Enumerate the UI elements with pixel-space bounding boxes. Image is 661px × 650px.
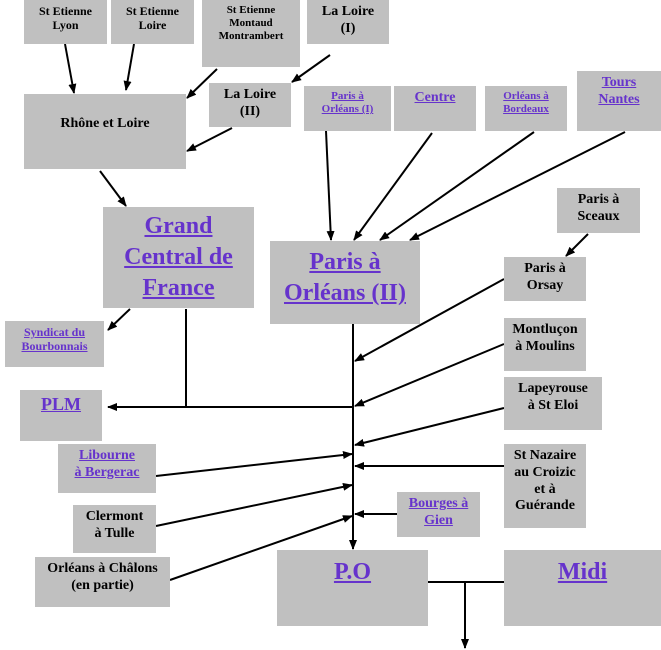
node-la-loire-2: La Loire (II) xyxy=(209,83,291,127)
link-libourne-bergerac[interactable]: Libourne à Bergerac xyxy=(74,448,140,480)
node-label: Orléans à Châlons (en partie) xyxy=(47,561,158,593)
node-plm: PLM xyxy=(20,390,102,441)
node-tours-nantes: Tours Nantes xyxy=(577,71,661,131)
node-label: Montluçon à Moulins xyxy=(512,322,578,354)
node-syndicat-bourbonnais: Syndicat du Bourbonnais xyxy=(5,321,104,367)
link-grand-central[interactable]: Grand Central de France xyxy=(124,213,233,302)
node-rhone-et-loire: Rhône et Loire xyxy=(24,94,186,169)
node-bourges-gien: Bourges à Gien xyxy=(397,492,480,537)
node-label: Paris à Orsay xyxy=(524,261,566,293)
node-paris-orleans-1: Paris à Orléans (I) xyxy=(304,86,391,131)
node-paris-orleans-2: Paris à Orléans (II) xyxy=(270,241,420,324)
node-st-etienne-montaud: St Etienne Montaud Montrambert xyxy=(202,0,300,67)
node-st-etienne-lyon: St Etienne Lyon xyxy=(24,0,107,44)
link-tours-nantes[interactable]: Tours Nantes xyxy=(598,75,640,107)
link-midi[interactable]: Midi xyxy=(557,559,608,585)
link-po[interactable]: P.O xyxy=(333,559,372,585)
node-centre: Centre xyxy=(394,86,476,131)
node-st-etienne-loire: St Etienne Loire xyxy=(111,0,194,44)
node-paris-orsay: Paris à Orsay xyxy=(504,257,586,301)
node-la-loire-1: La Loire (I) xyxy=(307,0,389,44)
node-orleans-bordeaux: Orléans à Bordeaux xyxy=(485,86,567,131)
link-paris-orleans-1[interactable]: Paris à Orléans (I) xyxy=(321,90,374,116)
node-po: P.O xyxy=(277,550,428,626)
node-label: St Etienne Lyon xyxy=(38,4,92,33)
node-label: Rhône et Loire xyxy=(60,116,150,132)
node-montlucon-moulins: Montluçon à Moulins xyxy=(504,318,586,371)
node-label: St Etienne Loire xyxy=(125,4,179,33)
node-label: La Loire (I) xyxy=(321,4,375,36)
node-label: St Nazaire au Croizic et à Guérande xyxy=(513,448,577,514)
node-label: La Loire (II) xyxy=(223,87,277,119)
node-orleans-chalons: Orléans à Châlons (en partie) xyxy=(35,557,170,607)
link-bourges-gien[interactable]: Bourges à Gien xyxy=(408,496,469,528)
node-paris-sceaux: Paris à Sceaux xyxy=(557,188,640,233)
node-grand-central: Grand Central de France xyxy=(103,207,254,308)
link-paris-orleans-2[interactable]: Paris à Orléans (II) xyxy=(284,249,406,307)
node-clermont-tulle: Clermont à Tulle xyxy=(73,505,156,553)
node-label: Clermont à Tulle xyxy=(85,509,144,541)
link-centre[interactable]: Centre xyxy=(414,90,456,105)
link-syndicat-bourbonnais[interactable]: Syndicat du Bourbonnais xyxy=(21,325,88,354)
link-orleans-bordeaux[interactable]: Orléans à Bordeaux xyxy=(503,90,549,116)
node-st-nazaire: St Nazaire au Croizic et à Guérande xyxy=(504,444,586,528)
link-plm[interactable]: PLM xyxy=(41,394,81,414)
node-label: Paris à Sceaux xyxy=(577,192,620,224)
node-label: Lapeyrouse à St Eloi xyxy=(518,381,588,413)
node-midi: Midi xyxy=(504,550,661,626)
node-lapeyrouse: Lapeyrouse à St Eloi xyxy=(504,377,602,430)
node-label: St Etienne Montaud Montrambert xyxy=(218,4,284,43)
node-libourne-bergerac: Libourne à Bergerac xyxy=(58,444,156,493)
